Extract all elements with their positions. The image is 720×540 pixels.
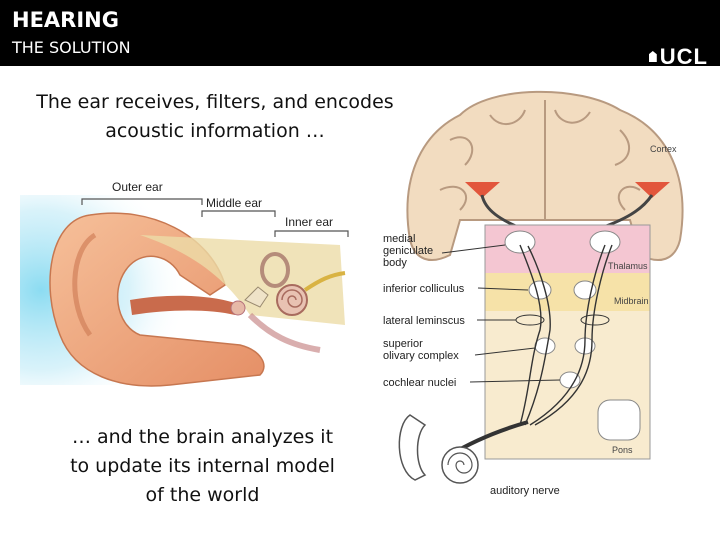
header-bar: HEARING THE SOLUTION UCL bbox=[0, 0, 720, 69]
pointer-ic bbox=[477, 287, 529, 291]
inner-ear-bracket bbox=[274, 230, 349, 237]
brain-pathway-diagram: Cortex Thalamus Midbrain Pons auditory n… bbox=[383, 90, 684, 497]
ear-diagram: Outer ear Middle ear Inner ear bbox=[20, 180, 349, 387]
brain-gyri bbox=[439, 109, 641, 211]
slide-subtitle: THE SOLUTION bbox=[12, 38, 131, 57]
semicircular-canals bbox=[260, 252, 290, 288]
brainstem-frame bbox=[484, 224, 651, 460]
inner-ear-label: Inner ear bbox=[285, 215, 333, 229]
ear-canal bbox=[130, 295, 235, 315]
outer-ear-bracket bbox=[81, 198, 203, 205]
mgb-right bbox=[589, 230, 621, 254]
ucl-logo: UCL bbox=[648, 44, 708, 70]
pointer-soc bbox=[474, 347, 536, 356]
auditory-nerve-ear bbox=[303, 271, 346, 292]
cortex-right bbox=[635, 182, 670, 198]
small-cochlea-spiral bbox=[447, 452, 473, 474]
lemniscus-right-ring bbox=[580, 314, 610, 326]
pointer-cn bbox=[469, 379, 561, 383]
label-inferior-colliculus: inferior colliculus bbox=[383, 283, 465, 295]
ic-left bbox=[528, 280, 552, 300]
label-cochlear-nuclei: cochlear nuclei bbox=[383, 377, 456, 389]
small-cochlea bbox=[441, 446, 479, 484]
pinna-fold bbox=[72, 232, 97, 337]
thalamus-label: Thalamus bbox=[608, 261, 648, 271]
fibers-right-2 bbox=[534, 244, 613, 426]
ossicles bbox=[244, 286, 269, 308]
cortex-label: Cortex bbox=[650, 144, 677, 154]
pointer-mgb bbox=[441, 244, 506, 254]
logo-text: UCL bbox=[659, 44, 708, 69]
soc-left bbox=[534, 337, 556, 355]
cortex-left bbox=[465, 182, 500, 198]
fibers-left-2 bbox=[524, 245, 551, 426]
eardrum bbox=[230, 300, 246, 316]
cn-center bbox=[559, 371, 581, 389]
outer-ear-label: Outer ear bbox=[112, 180, 163, 194]
pons-label: Pons bbox=[612, 445, 633, 455]
label-lateral-leminscus: lateral leminscus bbox=[383, 315, 465, 327]
cn-right-block bbox=[597, 399, 641, 441]
ucl-crest-icon bbox=[648, 51, 657, 62]
caption-top: The ear receives, filters, and encodes a… bbox=[36, 91, 394, 142]
cochlea-spiral bbox=[281, 289, 303, 308]
eustachian-tube bbox=[247, 312, 321, 353]
caption-bottom: … and the brain analyzes it to update it… bbox=[70, 426, 335, 506]
slide-title: HEARING bbox=[12, 8, 119, 32]
midbrain-band bbox=[485, 273, 650, 311]
mgb-left bbox=[504, 230, 536, 254]
midbrain-label: Midbrain bbox=[614, 296, 649, 306]
middle-ear-bracket bbox=[201, 210, 276, 217]
auditory-nerve-label: auditory nerve bbox=[490, 485, 560, 497]
fibers-left bbox=[519, 244, 542, 426]
fibers-right bbox=[529, 244, 606, 426]
middle-ear-label: Middle ear bbox=[206, 196, 262, 210]
small-pinna bbox=[398, 414, 427, 481]
